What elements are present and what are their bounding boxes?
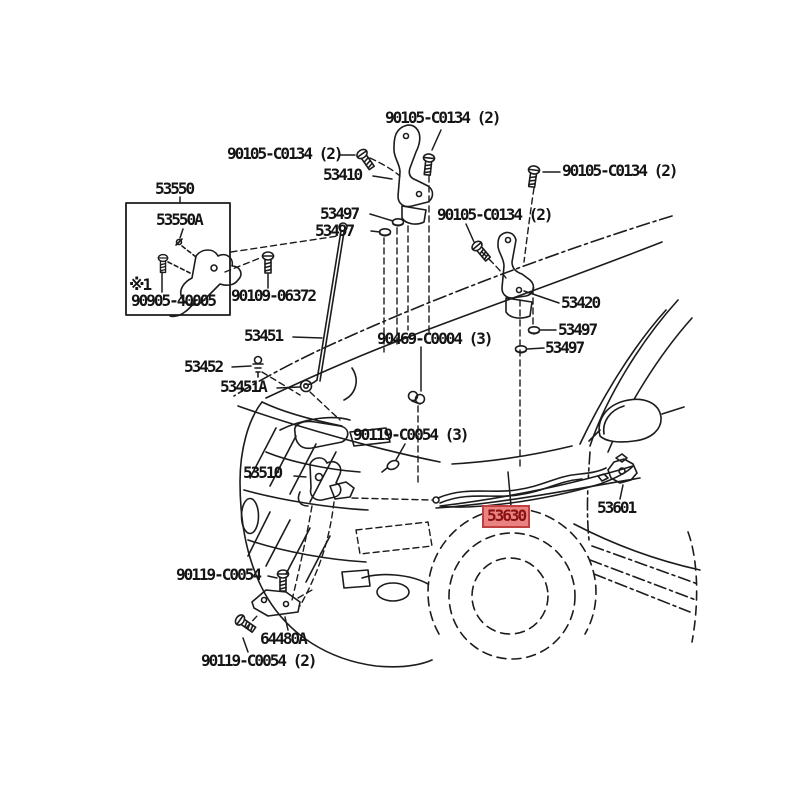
part-label-53410: 53410 [323, 165, 363, 184]
cowl-curve [237, 241, 663, 465]
part-label-64480a: 64480A [260, 629, 308, 648]
hood-support-rod-53451 [299, 222, 348, 393]
note-reference-mark: ※1 [129, 275, 152, 294]
hood-lock-53510 [297, 457, 355, 507]
hood-outline [233, 215, 673, 397]
part-label-90119-c0054-3: 90119-C0054 (3) [353, 425, 469, 444]
clip-90119-icon [381, 459, 400, 473]
part-label-53510: 53510 [243, 463, 283, 482]
part-label-90109-06372: 90109-06372 [231, 286, 317, 305]
front-wheel [427, 507, 597, 660]
hood-clip-53452 [252, 355, 264, 378]
part-label-53420: 53420 [561, 293, 601, 312]
part-label-90119-c0054-b: 90119-C0054 [176, 565, 262, 584]
part-label-53497-4: 53497 [545, 338, 585, 357]
grommet-90469-icon [407, 390, 426, 405]
part-label-53601: 53601 [597, 498, 637, 517]
part-label-90105-c0134-left: 90105-C0134 (2) [227, 144, 343, 163]
part-label-90105-c0134-right: 90105-C0134 (2) [562, 161, 678, 180]
part-label-53452: 53452 [184, 357, 224, 376]
door-and-rocker [573, 451, 701, 613]
part-label-53497-3: 53497 [558, 320, 598, 339]
release-lever-53601 [597, 453, 638, 484]
part-label-53451a: 53451A [220, 377, 268, 396]
release-cable-53630 [432, 467, 607, 504]
hood-lock-box-53550 [125, 202, 242, 318]
part-label-53550: 53550 [155, 179, 195, 198]
part-label-90469-c0004: 90469-C0004 (3) [377, 329, 493, 348]
hood-hinge-53420 [497, 231, 535, 319]
part-label-90105-c0134-top: 90105-C0134 (2) [385, 108, 501, 127]
hood-hinge-53410 [393, 124, 434, 225]
fog-lamp [376, 582, 410, 602]
leader-lines [161, 129, 624, 653]
rod-grommet-53451A [299, 379, 313, 393]
part-label-53497-2: 53497 [315, 221, 355, 240]
clip-icons [378, 218, 541, 473]
part-label-90905-40005: 90905-40005 [131, 291, 217, 310]
side-mirror [588, 398, 685, 443]
part-label-90119-c0054-2: 90119-C0054 (2) [201, 651, 317, 670]
part-label-53451: 53451 [244, 326, 284, 345]
part-label-53550a: 53550A [156, 210, 204, 229]
part-label-53497-1: 53497 [320, 204, 360, 223]
rear-wheel-arch [687, 531, 698, 643]
part-label-90105-c0134-mid: 90105-C0134 (2) [437, 205, 553, 224]
part-label-53630-highlighted: 53630 [482, 505, 531, 528]
assembly-dashed-lines [224, 157, 535, 629]
bracket-64480A [251, 589, 301, 617]
